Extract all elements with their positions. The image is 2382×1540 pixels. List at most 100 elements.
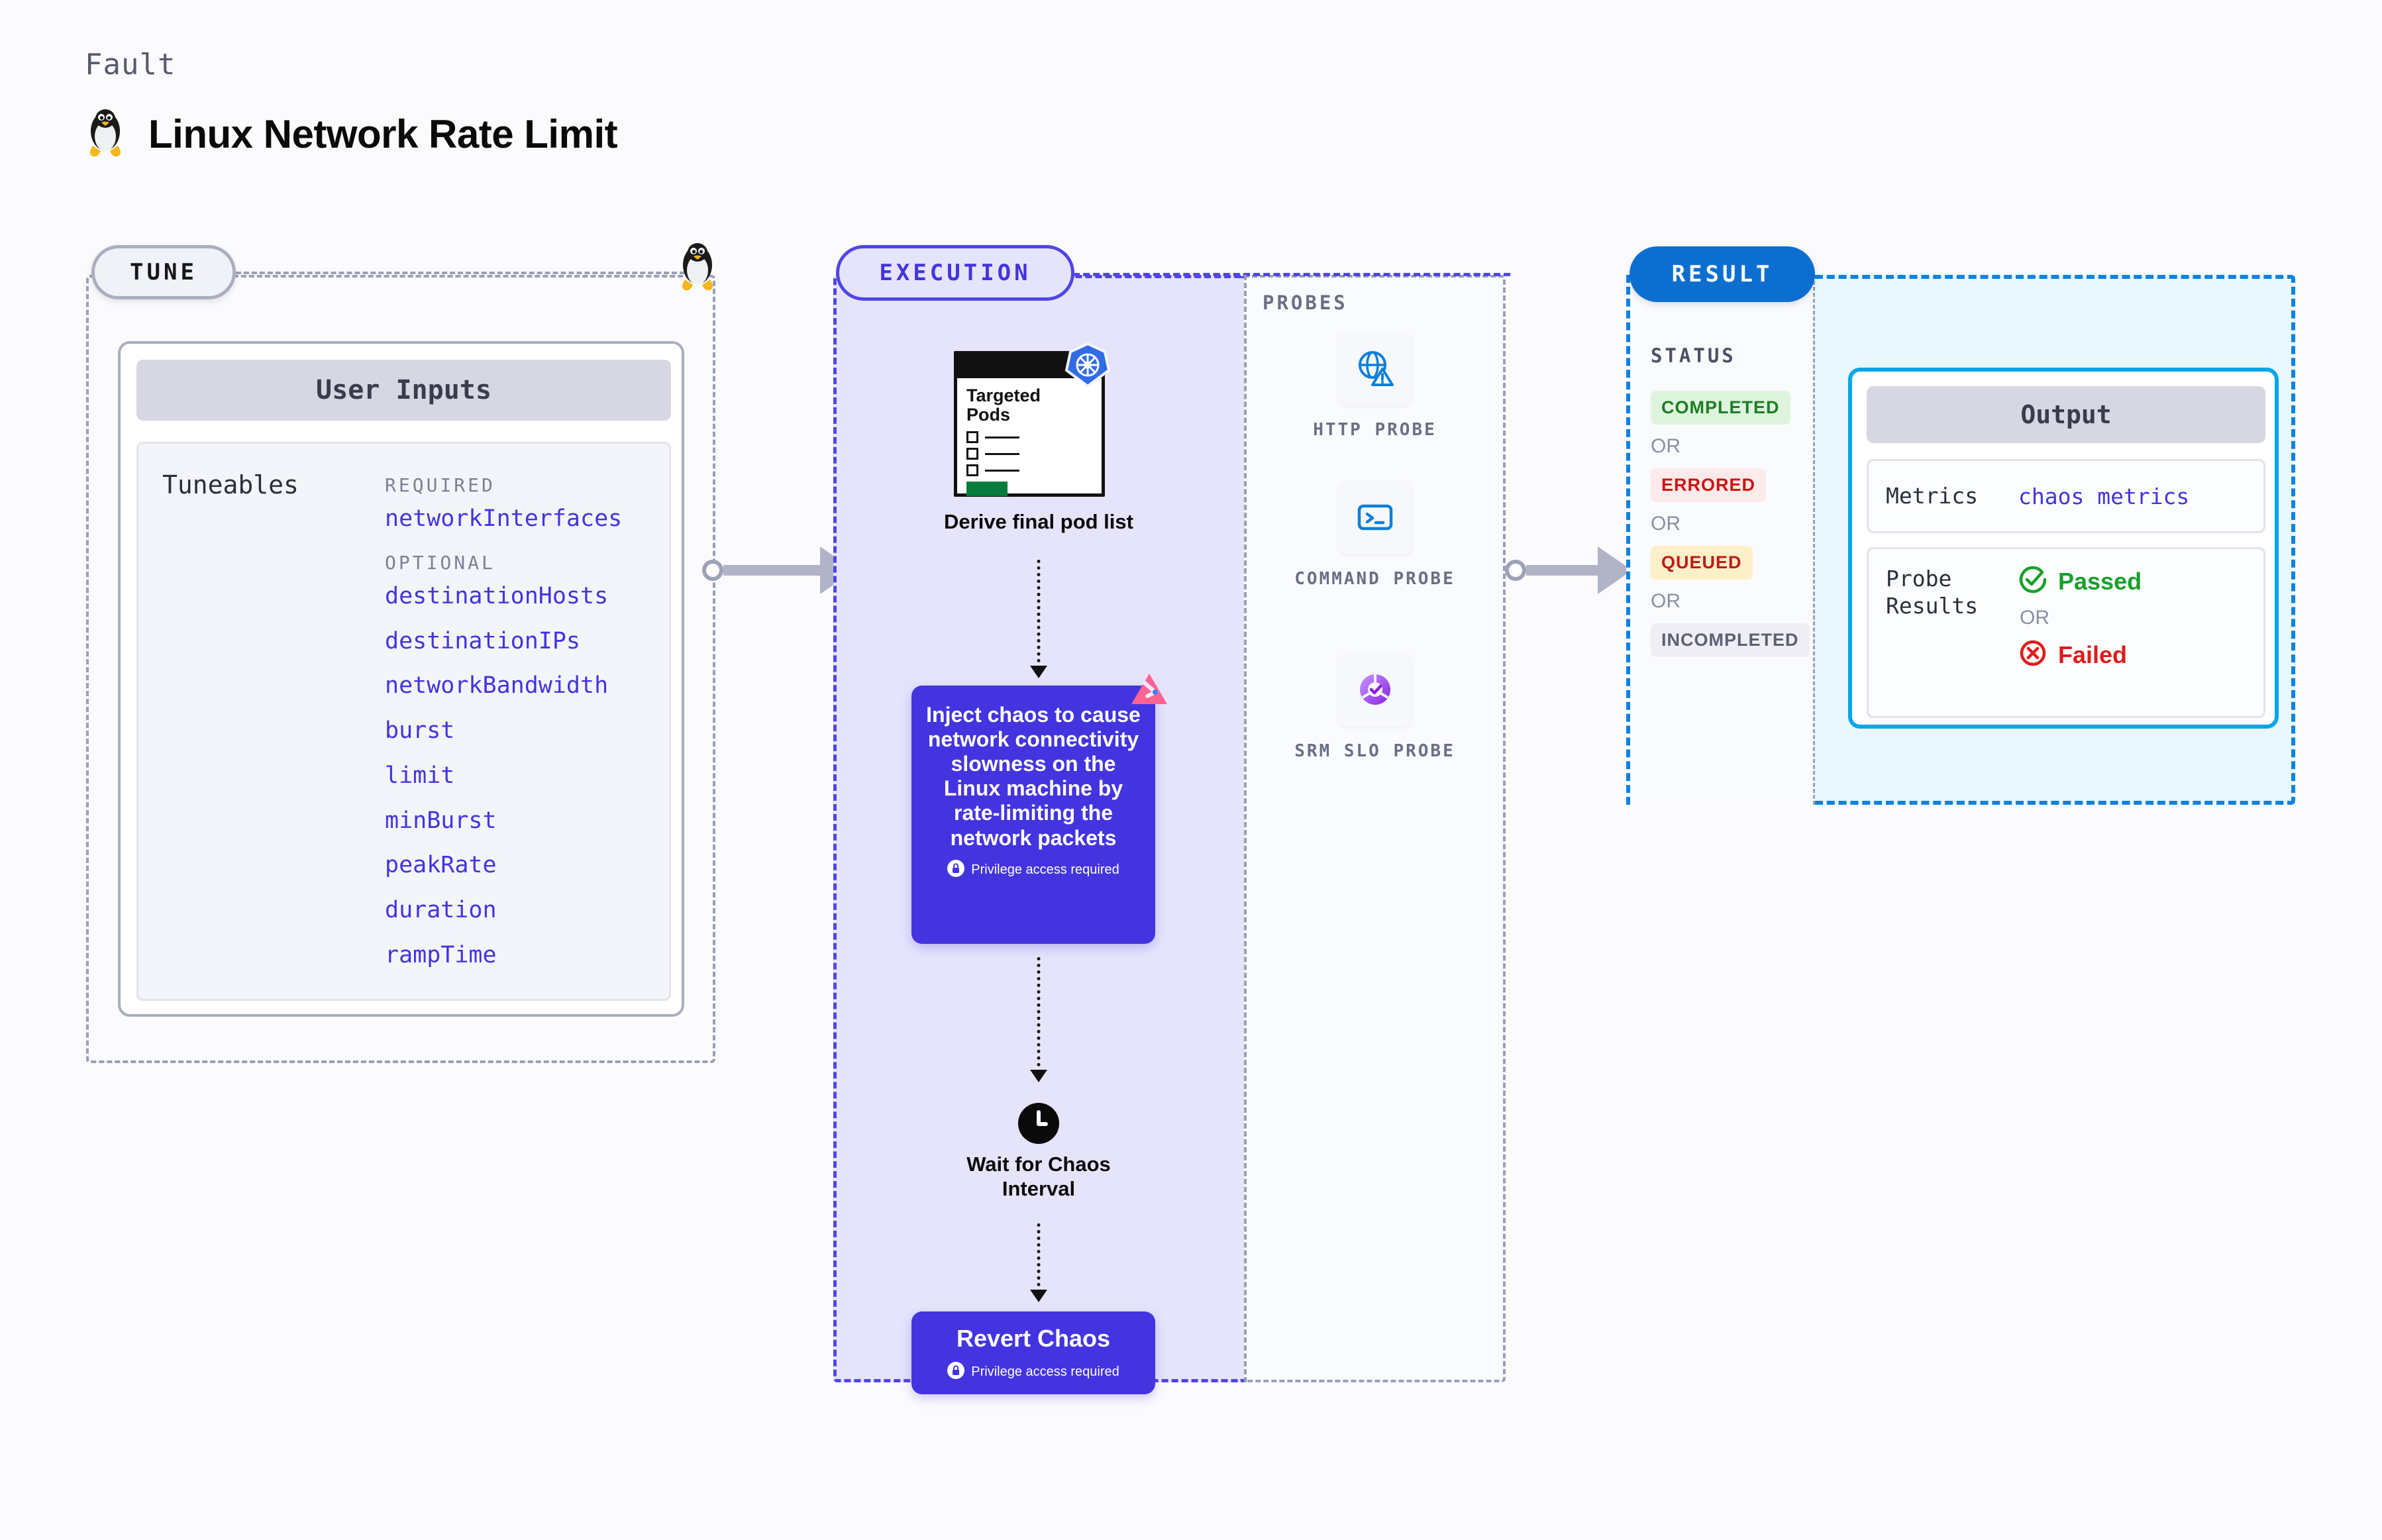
probe-http[interactable]: HTTP PROBE	[1244, 331, 1506, 442]
flow-arrow-line	[1037, 560, 1041, 669]
srm-slo-donut-icon	[1337, 652, 1412, 727]
fault-kicker-label: Fault	[85, 48, 176, 81]
user-inputs-card-title: User Inputs	[136, 360, 671, 421]
tuneable-destinationips[interactable]: destinationIPs	[385, 627, 581, 654]
tuneable-minburst[interactable]: minBurst	[385, 807, 497, 834]
chaos-metrics-link[interactable]: chaos metrics	[2018, 483, 2190, 509]
pods-progress-bar	[966, 482, 1008, 497]
tuneables-group-required-label: REQUIRED	[385, 474, 495, 496]
execution-top-dashed-line	[1073, 273, 1510, 276]
probe-command[interactable]: COMMAND PROBE	[1244, 480, 1506, 591]
probe-results-key-line2: Results	[1886, 593, 1979, 619]
pods-checklist-row	[966, 448, 1102, 460]
or-separator: OR	[1651, 590, 1681, 612]
checkbox-icon	[966, 448, 978, 460]
output-probe-results-row: Probe Results Passed OR	[1867, 547, 2265, 718]
probe-results-values: Passed OR Failed	[2018, 565, 2142, 671]
lock-icon	[947, 859, 965, 880]
pods-title-line2: Pods	[966, 405, 1011, 425]
status-label: STATUS	[1651, 344, 1736, 367]
kubernetes-icon	[1064, 341, 1112, 392]
status-badge-list: COMPLETED OR ERRORED OR QUEUED OR INCOMP…	[1651, 391, 1816, 657]
pods-line	[985, 469, 1019, 472]
probe-result-failed: Failed	[2018, 639, 2142, 671]
tuneable-ramptime[interactable]: rampTime	[385, 941, 497, 968]
probes-label: PROBES	[1263, 291, 1348, 314]
inject-chaos-card[interactable]: Inject chaos to cause network connectivi…	[911, 674, 1167, 944]
wait-caption-line2: Interval	[1002, 1176, 1076, 1200]
inject-chaos-text: Inject chaos to cause network connectivi…	[926, 703, 1141, 850]
tuneables-group-optional-label: OPTIONAL	[385, 551, 495, 574]
output-card: Output Metrics chaos metrics Probe Resul…	[1848, 368, 2279, 729]
flow-arrow-head	[1030, 1070, 1047, 1082]
probe-srm-slo-label: SRM SLO PROBE	[1294, 741, 1455, 761]
tuneables-label: Tuneables	[162, 470, 299, 499]
execution-probes-separator	[1244, 275, 1247, 1382]
result-pill-label: RESULT	[1630, 246, 1815, 302]
tuneables-list: REQUIRED networkInterfaces OPTIONAL dest…	[385, 468, 663, 988]
pods-card-title: Targeted Pods	[966, 385, 1102, 425]
connector-start-dot	[702, 560, 723, 581]
pods-checklist-row	[966, 464, 1102, 477]
probes-region	[1244, 275, 1506, 1382]
tuneable-limit[interactable]: limit	[385, 762, 455, 789]
output-probe-results-key: Probe Results	[1886, 565, 2018, 620]
probe-results-key-line1: Probe	[1886, 566, 1952, 591]
flow-arrow-line	[1037, 957, 1041, 1073]
checkbox-icon	[966, 431, 978, 444]
pods-title-line1: Targeted	[966, 385, 1041, 405]
lock-icon	[947, 1362, 965, 1382]
pods-checklist	[966, 431, 1102, 477]
clock-icon	[1018, 1103, 1059, 1147]
output-card-title: Output	[1867, 386, 2265, 443]
tuneable-burst[interactable]: burst	[385, 717, 455, 744]
or-separator: OR	[1651, 435, 1681, 457]
flow-arrow-head	[1030, 666, 1047, 678]
execution-pill-label: EXECUTION	[836, 245, 1074, 301]
flow-arrow-head	[1030, 1290, 1047, 1302]
privilege-note-text: Privilege access required	[971, 1364, 1119, 1379]
litmuschaos-icon	[1125, 667, 1174, 719]
tuneable-destinationhosts[interactable]: destinationHosts	[385, 582, 609, 609]
passed-label: Passed	[2058, 567, 2142, 595]
user-inputs-card: User Inputs Tuneables REQUIRED networkIn…	[118, 341, 684, 1017]
privilege-note-row: Privilege access required	[926, 859, 1141, 880]
or-separator: OR	[2020, 607, 2049, 629]
tuneable-networkbandwidth[interactable]: networkBandwidth	[385, 672, 609, 699]
result-status-region	[1626, 275, 1815, 805]
privilege-note-text: Privilege access required	[971, 862, 1119, 877]
checkbox-icon	[966, 464, 978, 477]
connector-bar	[1526, 565, 1599, 576]
privilege-note-row: Privilege access required	[911, 1362, 1155, 1382]
or-separator: OR	[1651, 513, 1681, 535]
derive-pod-list-caption: Derive final pod list	[944, 510, 1133, 533]
tune-top-dashed-line	[236, 272, 693, 274]
pods-line	[985, 436, 1019, 438]
revert-chaos-title: Revert Chaos	[956, 1325, 1111, 1352]
status-badge-queued: QUEUED	[1651, 546, 1753, 580]
wait-chaos-caption: Wait for Chaos Interval	[833, 1153, 1244, 1201]
pods-checklist-row	[966, 431, 1102, 444]
terminal-icon	[1337, 480, 1412, 554]
x-circle-icon	[2018, 639, 2047, 671]
check-circle-icon	[2018, 565, 2047, 597]
page-title: Linux Network Rate Limit	[148, 112, 618, 156]
globe-warning-icon	[1337, 331, 1412, 405]
probe-srm-slo[interactable]: SRM SLO PROBE	[1244, 652, 1506, 763]
wait-caption-line1: Wait for Chaos	[966, 1153, 1111, 1176]
probe-command-label: COMMAND PROBE	[1294, 569, 1455, 589]
connector-start-dot	[1505, 560, 1526, 581]
output-metrics-key: Metrics	[1886, 483, 1979, 509]
connector-bar	[723, 565, 821, 576]
status-badge-errored: ERRORED	[1651, 468, 1767, 502]
tuneables-body: Tuneables REQUIRED networkInterfaces OPT…	[136, 442, 671, 1001]
revert-chaos-card[interactable]: Revert Chaos Privilege access required	[911, 1311, 1155, 1394]
pods-line	[985, 452, 1019, 455]
tuneable-duration[interactable]: duration	[385, 897, 497, 923]
fault-title-row: Linux Network Rate Limit	[85, 107, 618, 161]
status-badge-incompleted: INCOMPLETED	[1651, 623, 1810, 657]
tuneable-networkinterfaces[interactable]: networkInterfaces	[385, 505, 623, 532]
linux-tux-marker-icon	[677, 241, 718, 295]
tuneable-peakrate[interactable]: peakRate	[385, 852, 497, 879]
